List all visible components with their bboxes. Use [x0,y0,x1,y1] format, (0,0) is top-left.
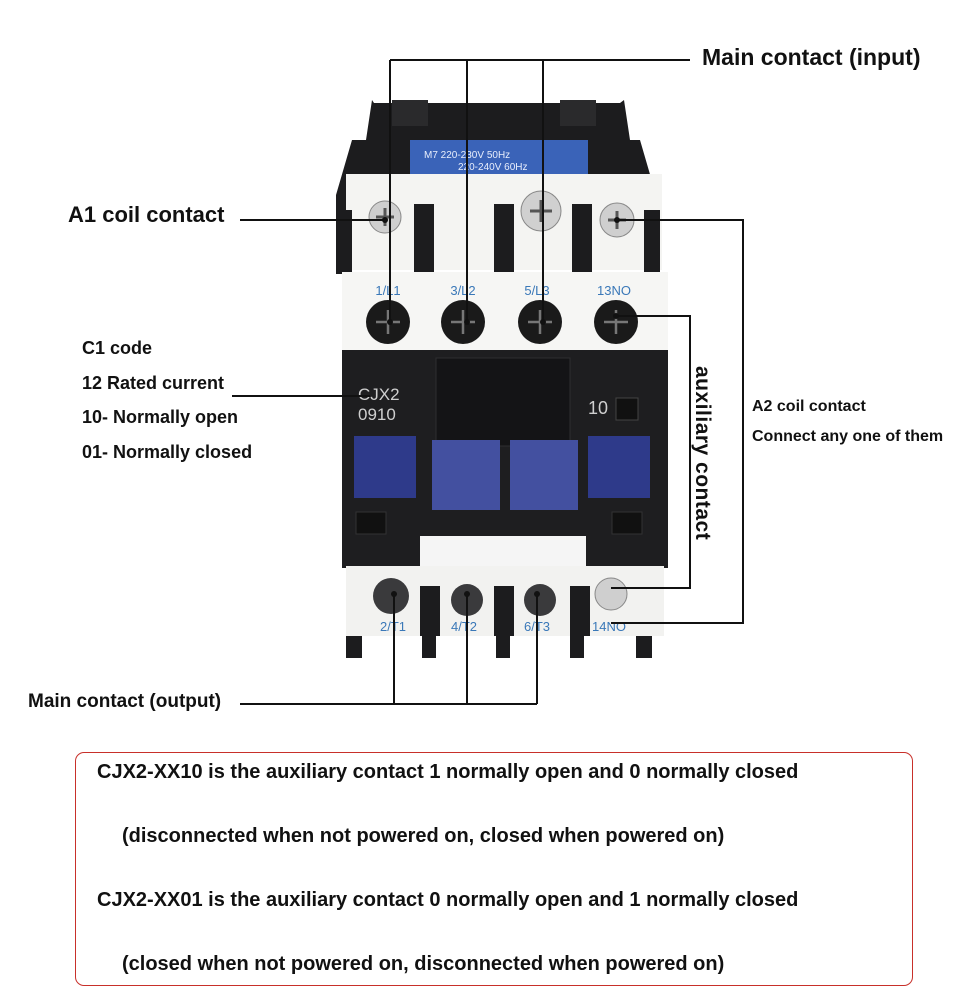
note-line: (disconnected when not powered on, close… [122,825,725,847]
leader-lines [232,59,744,705]
a2-coil-leader [611,219,744,624]
screw-cross [530,200,552,222]
leg [346,636,362,658]
aux-slot [615,397,639,421]
coil-label-line2: 220-240V 60Hz [458,162,528,173]
bottom-screw-t1 [373,578,409,614]
separator [570,586,590,636]
separator [414,204,434,274]
leg [496,636,510,658]
legend-line: 10- Normally open [82,407,239,427]
a1-coil-contact-label: A1 coil contact [68,202,225,227]
mount-slot [611,511,643,535]
a2-coil-title: A2 coil contact [752,398,866,415]
terminal-label: 3/L2 [450,283,475,298]
a2-coil-note: Connect any one of them [752,428,944,445]
terminal-label: 1/L1 [375,283,400,298]
terminal-label: 13NO [597,283,631,298]
mount-slot [355,511,387,535]
legend-line: 12 Rated current [82,372,225,393]
a2-coil-contact-label: A2 coil contact Connect any one of them [752,392,943,452]
main-output-leader [240,594,538,705]
separator [494,204,514,274]
model-text: CJX2 [358,385,400,404]
window-left [354,436,416,498]
coil-rating-label [410,140,588,174]
main-contact-output-label: Main contact (output) [28,691,222,712]
top-slot-left [392,100,428,126]
main-contact-input-label: Main contact (input) [702,44,921,70]
contactor-device: M7 220-230V 50Hz 220-240V 60Hz 1/L1 3/L2… [336,100,668,658]
actuator-window-left [432,440,500,510]
leg [422,636,436,658]
terminal-label: 14NO [592,619,626,634]
separator [494,586,514,636]
junction-dots [382,217,620,597]
note-line: CJX2-XX10 is the auxiliary contact 1 nor… [97,761,799,783]
aux-code: 10 [588,398,608,418]
model-code: 0910 [358,405,396,424]
legend-line: C1 code [82,338,153,358]
side-rail [644,210,660,274]
separator [420,586,440,636]
main-input-leader [389,59,690,322]
actuator [435,357,571,447]
auxiliary-leader [611,315,691,589]
note-line: CJX2-XX01 is the auxiliary contact 0 nor… [97,889,799,911]
auxiliary-contact-label: auxiliary contact [691,366,714,541]
leg [570,636,584,658]
model-code-legend: C1 code 12 Rated current 10- Normally op… [82,331,252,469]
top-slot-right [560,100,596,126]
terminal-label: 4/T2 [451,619,477,634]
terminal-label: 5/L3 [524,283,549,298]
actuator-window-right [510,440,578,510]
note-line: (closed when not powered on, disconnecte… [122,953,725,975]
side-rail [336,210,352,274]
separator [572,204,592,274]
legend-line: 01- Normally closed [82,441,253,462]
window-right [588,436,650,498]
explanation-box: CJX2-XX10 is the auxiliary contact 1 nor… [75,752,913,986]
leg [636,636,652,658]
bottom-screw-t3 [524,584,556,616]
bottom-screw-14no [594,577,628,611]
